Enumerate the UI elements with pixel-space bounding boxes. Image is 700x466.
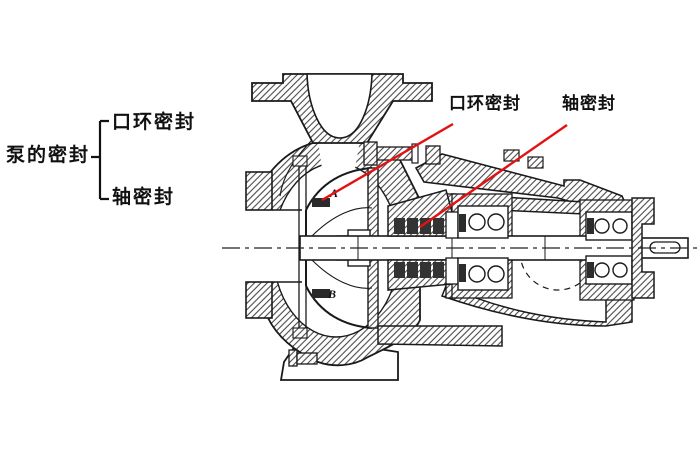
leader-line-ring-seal (321, 122, 454, 202)
callout-ring-seal-label: 口环密封 (449, 94, 521, 113)
wear-ring-upper (312, 198, 330, 207)
gland-stud (425, 145, 441, 165)
suction-flange-upper (245, 171, 273, 211)
wear-plate-bolt-bottom (292, 327, 308, 339)
impeller-front-shroud-lower (305, 285, 373, 329)
wear-ring-lower (312, 289, 330, 298)
taxonomy-item-shaft-seal: 轴密封 (112, 187, 176, 208)
discharge-flange (251, 73, 433, 144)
part-letter-b: B (327, 287, 336, 301)
casing-stud-bolts (363, 141, 441, 166)
bearing-end-cap (631, 197, 655, 299)
taxonomy-bracket (91, 119, 109, 201)
bearing-bracket-beam (414, 149, 632, 215)
drain-plug-body (296, 352, 318, 365)
stud-bolt-washer (411, 143, 419, 164)
channel-wall-line (279, 139, 313, 197)
discharge-bore (306, 73, 373, 139)
leader-line-shaft-seal (419, 124, 568, 228)
suction-pipe-lines (272, 209, 302, 283)
callout-shaft-seal-label: 轴密封 (562, 94, 616, 113)
shaft-seal-stuffing-box (387, 189, 459, 291)
impeller-front-shroud-upper (305, 167, 373, 211)
ball-bearing-left-lower (457, 257, 509, 291)
ball-bearing-left-upper (457, 205, 509, 239)
beam-bolt-2 (527, 156, 544, 169)
taxonomy-item-ring-seal: 口环密封 (112, 112, 197, 133)
arm-body (377, 325, 503, 347)
suction-flange-lower (245, 281, 273, 319)
gland-follower-lower (445, 257, 459, 285)
beam-bolt-1 (503, 149, 520, 162)
wear-plate-bolt-top (292, 155, 308, 167)
ball-bearing-right-upper (585, 211, 633, 241)
ball-bearing-right-lower (585, 255, 633, 285)
stud-bolt-nut (363, 141, 378, 166)
drain-plug-head (288, 349, 298, 367)
drain-plug (288, 349, 318, 367)
beam-body (414, 153, 632, 215)
impeller-vane-upper (311, 207, 373, 237)
taxonomy-root-label: 泵的密封 (6, 145, 91, 166)
packing-rings-upper (394, 218, 444, 234)
impeller-vane-lower (311, 259, 373, 289)
packing-rings-lower (394, 262, 444, 278)
gland-follower-upper (445, 211, 459, 239)
suction-bore (246, 210, 302, 282)
suction-flange (245, 155, 308, 339)
